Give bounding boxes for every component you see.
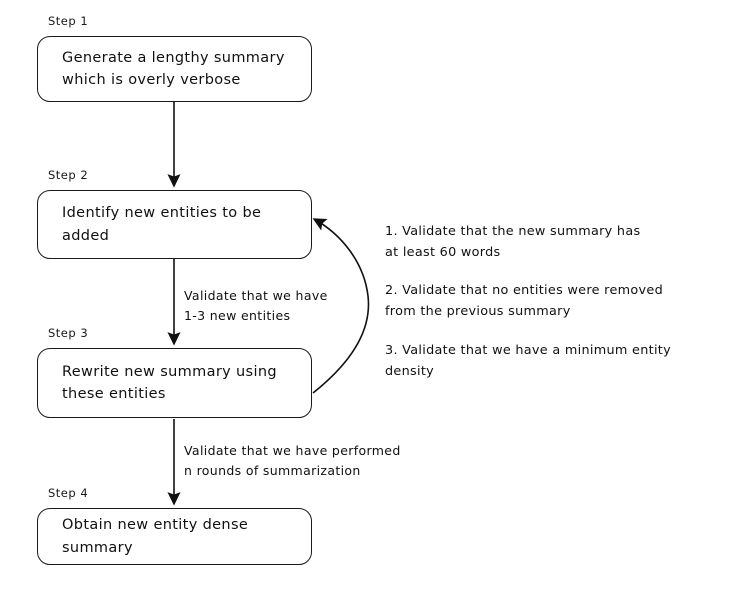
step-caption-2: Step 2 — [48, 168, 89, 182]
step-node-2[interactable]: Identify new entities to be added — [37, 190, 312, 259]
step-caption-3: Step 3 — [48, 326, 89, 340]
step-node-4-label: Obtain new entity dense summary — [62, 517, 249, 556]
step-node-1[interactable]: Generate a lengthy summary which is over… — [37, 36, 312, 102]
validation-item-1: 1. Validate that the new summary has at … — [385, 224, 641, 260]
step-node-3[interactable]: Rewrite new summary using these entities — [37, 348, 312, 418]
step-caption-1: Step 1 — [48, 14, 89, 28]
step-node-1-label: Generate a lengthy summary which is over… — [62, 49, 285, 88]
edge-label-step2-to-step3: Validate that we have 1-3 new entities — [184, 288, 328, 324]
edge-label-step3-to-step4: Validate that we have performed n rounds… — [184, 443, 401, 479]
step-node-4[interactable]: Obtain new entity dense summary — [37, 508, 312, 565]
validation-item-3: 3. Validate that we have a minimum entit… — [385, 342, 671, 379]
validation-item-2: 2. Validate that no entities were remove… — [385, 283, 663, 320]
step-node-3-label: Rewrite new summary using these entities — [62, 363, 277, 402]
validation-list: 1. Validate that the new summary has at … — [385, 222, 715, 382]
step-node-2-label: Identify new entities to be added — [62, 205, 262, 244]
step-caption-4: Step 4 — [48, 486, 89, 500]
